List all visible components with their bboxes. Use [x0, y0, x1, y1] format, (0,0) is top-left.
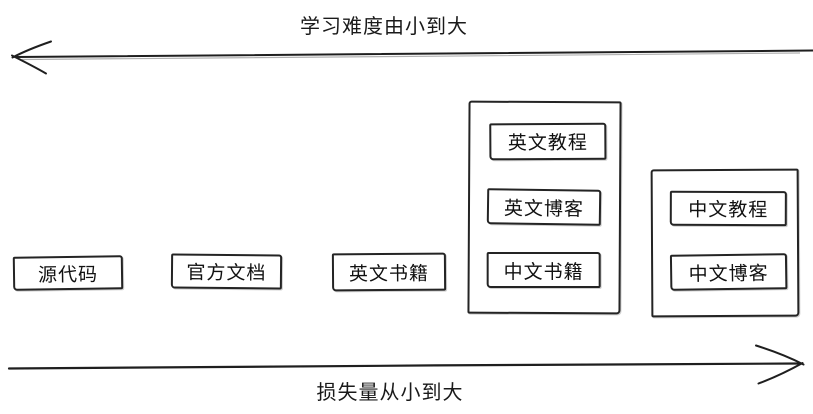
- group-box-english-mix: 英文教程 英文博客 中文书籍: [467, 100, 622, 315]
- top-axis-line: [14, 49, 813, 58]
- top-axis-label: 学习难度由小到大: [300, 14, 468, 38]
- top-axis-line-echo: [21, 52, 801, 61]
- bottom-axis-line: [7, 362, 802, 370]
- box-label: 英文教程: [507, 131, 588, 155]
- box-english-tutorials: 英文教程: [489, 122, 607, 161]
- box-label: 中文书籍: [503, 260, 584, 283]
- box-label: 源代码: [37, 263, 99, 286]
- group-box-chinese: 中文教程 中文博客: [650, 168, 800, 318]
- right-arrowhead-icon: [755, 344, 805, 366]
- box-english-books: 英文书籍: [331, 252, 447, 292]
- box-chinese-books: 中文书籍: [486, 251, 601, 288]
- box-source-code: 源代码: [12, 255, 124, 291]
- left-arrowhead-icon: [11, 40, 52, 59]
- box-label: 中文博客: [688, 261, 769, 286]
- box-label: 中文教程: [688, 198, 769, 222]
- box-english-blogs: 英文博客: [486, 188, 602, 226]
- left-arrowhead-icon: [11, 54, 47, 75]
- box-chinese-blogs: 中文博客: [669, 253, 788, 291]
- top-axis-arrow: [11, 40, 813, 75]
- box-label: 英文博客: [503, 196, 585, 221]
- box-chinese-tutorials: 中文教程: [669, 190, 787, 227]
- bottom-axis-label: 损失量从小到大: [316, 380, 464, 404]
- box-label: 官方文档: [186, 261, 267, 285]
- box-label: 英文书籍: [348, 262, 430, 285]
- right-arrowhead-icon: [757, 362, 804, 385]
- box-official-docs: 官方文档: [170, 253, 283, 290]
